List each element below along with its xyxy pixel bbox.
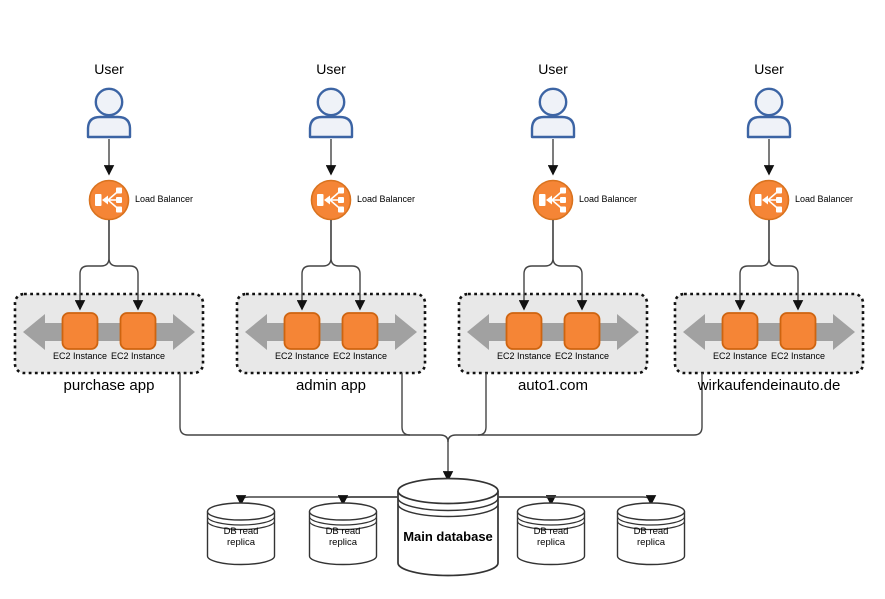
db-replica-label: DB read replica	[533, 526, 569, 548]
column-purchase-app	[15, 89, 203, 373]
ec2-instance-label: EC2 Instance	[52, 351, 108, 361]
column-wirkaufendeinauto	[675, 89, 863, 373]
db-replica-label: DB read replica	[633, 526, 669, 548]
db-replica-label: DB read replica	[325, 526, 361, 548]
db-replica-label: DB read replica	[223, 526, 259, 548]
load-balancer-label: Load Balancer	[579, 194, 638, 204]
db-to-replica-connectors	[235, 495, 657, 506]
ec2-instance-label: EC2 Instance	[712, 351, 768, 361]
app-name-label: admin app	[295, 377, 367, 394]
column-admin-app	[237, 89, 425, 373]
user-label: User	[94, 61, 124, 77]
load-balancer-label: Load Balancer	[357, 194, 416, 204]
main-database-label: Main database	[403, 529, 493, 544]
database-cylinder-icon	[397, 477, 499, 577]
load-balancer-label: Load Balancer	[795, 194, 854, 204]
ec2-instance-label: EC2 Instance	[110, 351, 166, 361]
column-auto1	[459, 89, 647, 373]
load-balancer-label: Load Balancer	[135, 194, 194, 204]
user-label: User	[754, 61, 784, 77]
ec2-instance-label: EC2 Instance	[496, 351, 552, 361]
user-label: User	[538, 61, 568, 77]
ec2-instance-label: EC2 Instance	[770, 351, 826, 361]
user-label: User	[316, 61, 346, 77]
app-name-label: purchase app	[63, 377, 155, 394]
apps-to-db-connector	[179, 373, 703, 482]
ec2-instance-label: EC2 Instance	[274, 351, 330, 361]
app-name-label: wirkaufendeinauto.de	[697, 377, 841, 394]
ec2-instance-label: EC2 Instance	[332, 351, 388, 361]
ec2-instance-label: EC2 Instance	[554, 351, 610, 361]
app-name-label: auto1.com	[517, 377, 589, 394]
